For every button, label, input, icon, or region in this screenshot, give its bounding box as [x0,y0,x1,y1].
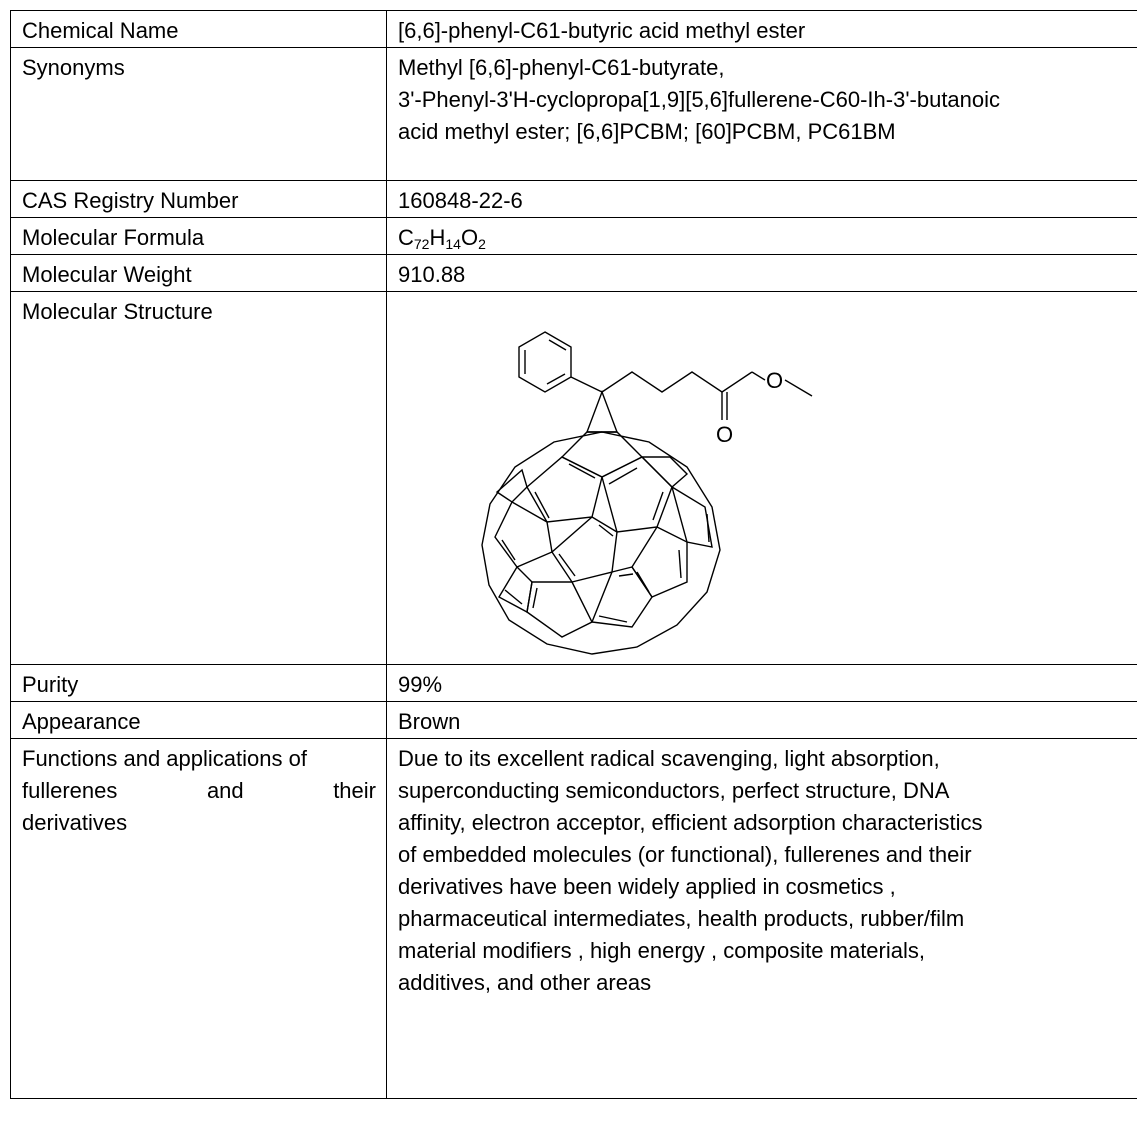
functions-label-line: Functions and applications of [22,746,307,771]
label-purity: Purity [10,664,387,702]
row-purity: Purity 99% [10,664,1137,702]
label-formula: Molecular Formula [10,217,387,255]
ester-oxygen-label: O [766,368,783,393]
label-functions: Functions and applications of fullerenes… [10,738,387,1099]
value-functions: Due to its excellent radical scavenging,… [386,738,1137,1099]
formula-o-count: 2 [478,236,486,252]
row-weight: Molecular Weight 910.88 [10,254,1137,292]
synonym-line: 3'-Phenyl-3'H-cyclopropa[1,9][5,6]fuller… [398,87,1001,112]
synonym-line: Methyl [6,6]-phenyl-C61-butyrate, [398,55,725,80]
row-synonyms: Synonyms Methyl [6,6]-phenyl-C61-butyrat… [10,47,1137,181]
pcbm-structure-svg: O O [481,331,813,655]
fullerene-outline [481,431,721,655]
functions-line: of embedded molecules (or functional), f… [398,842,972,867]
label-weight: Molecular Weight [10,254,387,292]
functions-label-line: fullerenes and their [22,778,376,803]
row-formula: Molecular Formula C72H14O2 [10,217,1137,255]
value-purity: 99% [386,664,1137,702]
row-functions: Functions and applications of fullerenes… [10,738,1137,1099]
butyric-chain [601,371,753,393]
label-structure: Molecular Structure [10,291,387,665]
cyclopropane-ring [585,390,619,433]
functions-line: affinity, electron acceptor, efficient a… [398,810,983,835]
value-synonyms: Methyl [6,6]-phenyl-C61-butyrate, 3'-Phe… [386,47,1137,181]
functions-line: material modifiers , high energy , compo… [398,938,925,963]
carbonyl-oxygen-label: O [716,422,733,447]
functions-label-line: derivatives [22,810,128,835]
structure-lines [481,331,813,655]
functions-line: Due to its excellent radical scavenging,… [398,746,940,771]
phenyl-ring [518,331,572,393]
row-chemical-name: Chemical Name [6,6]-phenyl-C61-butyric a… [10,10,1137,48]
row-structure: Molecular Structure [10,291,1137,665]
formula-o: O [460,225,479,250]
functions-line: additives, and other areas [398,970,652,995]
formula-h-count: 14 [445,236,461,252]
value-chemical-name: [6,6]-phenyl-C61-butyric acid methyl est… [386,10,1137,48]
value-appearance: Brown [386,701,1137,739]
value-structure: O O [386,291,1137,665]
label-cas: CAS Registry Number [10,180,387,218]
functions-line: derivatives have been widely applied in … [398,874,896,899]
row-appearance: Appearance Brown [10,701,1137,739]
synonym-line: acid methyl ester; [6,6]PCBM; [60]PCBM, … [398,119,896,144]
functions-line: pharmaceutical intermediates, health pro… [398,906,965,931]
functions-line: superconducting semiconductors, perfect … [398,778,950,803]
formula-h: H [429,225,446,250]
value-weight: 910.88 [386,254,1137,292]
molecular-structure-diagram: O O [388,293,1118,655]
label-synonyms: Synonyms [10,47,387,181]
label-chemical-name: Chemical Name [10,10,387,48]
value-formula: C72H14O2 [386,217,1137,255]
formula-c: C [398,225,414,250]
row-cas: CAS Registry Number 160848-22-6 [10,180,1137,218]
formula-c-count: 72 [413,236,430,252]
product-spec-table: Chemical Name [6,6]-phenyl-C61-butyric a… [10,10,1137,1099]
value-cas: 160848-22-6 [386,180,1137,218]
label-appearance: Appearance [10,701,387,739]
